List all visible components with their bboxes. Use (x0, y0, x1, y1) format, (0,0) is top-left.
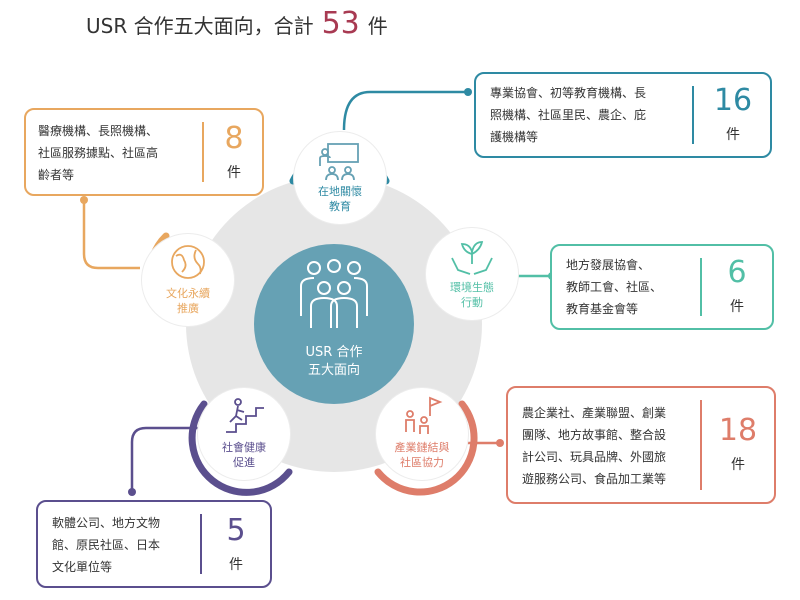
connector-culture (82, 200, 140, 270)
total-unit: 件 (367, 14, 388, 38)
card-count-education: 16 (713, 83, 753, 118)
card-count-industry: 18 (718, 413, 758, 448)
card-unit-industry: 件 (731, 457, 745, 473)
card-divider (700, 258, 702, 316)
arc-industry (374, 400, 478, 496)
node-health: 社會健康促進 (198, 388, 290, 480)
card-unit-culture: 件 (227, 165, 241, 181)
card-text-culture: 醫療機構、長照機構、社區服務據點、社區高齡者等 (38, 124, 159, 182)
node-label-environment: 環境生態行動 (450, 281, 494, 309)
teaching-board-icon (319, 143, 359, 181)
connector-dot-health (128, 488, 136, 496)
card-industry: 農企業社、產業聯盟、創業團隊、地方故事館、整合設計公司、玩具品牌、外國旅遊服務公… (506, 386, 776, 504)
connector-health (130, 426, 198, 492)
total-count: 53 (321, 6, 360, 41)
node-industry: 產業鏈結與社區協力 (376, 388, 468, 480)
card-environment: 地方發展協會、教師工會、社區、教育基金會等 6 件 (550, 244, 774, 330)
card-culture: 醫療機構、長照機構、社區服務據點、社區高齡者等 8 件 (24, 108, 264, 196)
node-label-industry: 產業鏈結與社區協力 (394, 441, 450, 469)
card-count-health: 5 (226, 513, 246, 548)
hands-sprout-icon (451, 241, 493, 275)
card-divider (200, 514, 202, 574)
node-label-health: 社會健康促進 (222, 441, 266, 469)
card-unit-health: 件 (229, 557, 243, 573)
card-education: 專業協會、初等教育機構、長照機構、社區里民、農企、庇護機構等 16 件 (474, 72, 772, 158)
connector-education (342, 90, 468, 131)
card-count-environment: 6 (727, 255, 747, 290)
page-title: USR 合作五大面向，合計 53 件 (86, 6, 388, 48)
card-health: 軟體公司、地方文物館、原民社區、日本文化單位等 5 件 (36, 500, 272, 588)
climbing-stairs-icon (226, 398, 264, 433)
card-unit-environment: 件 (730, 299, 744, 315)
connector-dot-education (464, 88, 472, 96)
node-label-culture: 文化永續推廣 (166, 287, 210, 315)
teamwork-flag-icon (405, 396, 443, 434)
node-education: 在地關懷教育 (294, 132, 386, 224)
card-text-industry: 農企業社、產業聯盟、創業團隊、地方故事館、整合設計公司、玩具品牌、外國旅遊服務公… (522, 406, 667, 486)
card-divider (202, 122, 204, 182)
group-people-icon (300, 259, 368, 328)
card-text-health: 軟體公司、地方文物館、原民社區、日本文化單位等 (52, 516, 161, 574)
center-hub: USR 合作 五大面向 (254, 244, 414, 404)
node-culture: 文化永續推廣 (142, 234, 234, 326)
node-environment: 環境生態行動 (426, 228, 518, 320)
connector-dot-industry (496, 439, 504, 447)
arc-health (188, 400, 293, 496)
card-count-culture: 8 (224, 121, 244, 156)
hub-label: USR 合作 五大面向 (305, 345, 363, 378)
card-divider (700, 400, 702, 490)
card-divider (692, 86, 694, 144)
node-label-education: 在地關懷教育 (318, 185, 362, 213)
card-text-environment: 地方發展協會、教師工會、社區、教育基金會等 (566, 258, 663, 316)
globe-leaf-icon (171, 245, 205, 279)
card-text-education: 專業協會、初等教育機構、長照機構、社區里民、農企、庇護機構等 (490, 86, 647, 144)
title-text: USR 合作五大面向，合計 (86, 14, 314, 38)
card-unit-education: 件 (726, 127, 740, 143)
connector-dot-culture (80, 196, 88, 204)
